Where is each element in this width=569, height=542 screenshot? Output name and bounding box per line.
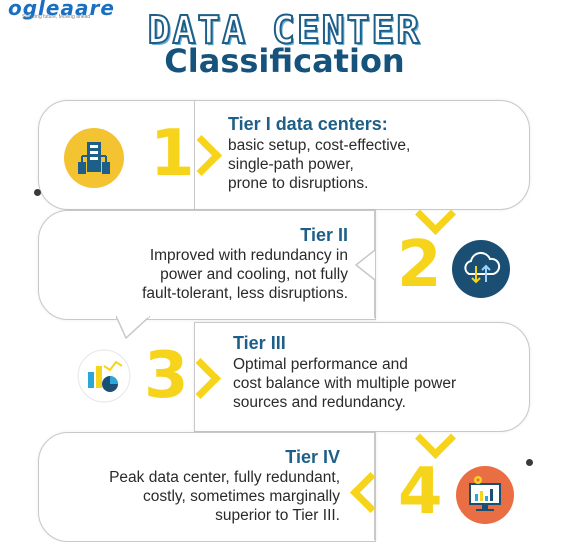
tier-3-card xyxy=(194,322,530,432)
tier-2-heading: Tier II xyxy=(300,225,348,245)
connector-dot-left-top xyxy=(34,189,41,196)
tier-4-divider xyxy=(374,432,375,540)
tier-1-description: basic setup, cost-effective, single-path… xyxy=(228,137,411,192)
server-icon xyxy=(64,128,124,188)
tier-2-notch xyxy=(354,250,376,280)
tier-4-number: 4 xyxy=(398,455,443,529)
tier-4-card xyxy=(38,432,376,542)
tier-1-heading: Tier I data centers: xyxy=(228,114,388,134)
tier-4-heading: Tier IV xyxy=(285,447,340,467)
title-line-1: DATA CENTER xyxy=(147,7,422,53)
cloud-transfer-icon xyxy=(452,240,510,298)
brand-logo: ogleaare xyxy=(8,0,115,20)
connector-dot-right xyxy=(526,459,533,466)
tier-2-description: Improved with redundancy in power and co… xyxy=(142,247,348,302)
analytics-chart-icon xyxy=(76,348,132,404)
monitor-settings-icon xyxy=(456,466,514,524)
tier-3-heading: Tier III xyxy=(233,333,286,353)
brand-tagline: Securing future, Moving ahead xyxy=(22,14,91,20)
tier-1-number: 1 xyxy=(150,117,195,191)
tier-3-divider xyxy=(194,322,195,430)
tier-1-divider xyxy=(194,100,195,210)
title-line-2: Classification xyxy=(164,42,405,80)
tier-3-number: 3 xyxy=(144,339,189,413)
tier-4-description: Peak data center, fully redundant, costl… xyxy=(109,469,340,524)
tier-2-tail xyxy=(116,316,150,340)
tier-2-card xyxy=(38,210,376,320)
tier-3-description: Optimal performance and cost balance wit… xyxy=(233,356,457,411)
tier-2-number: 2 xyxy=(397,228,442,302)
